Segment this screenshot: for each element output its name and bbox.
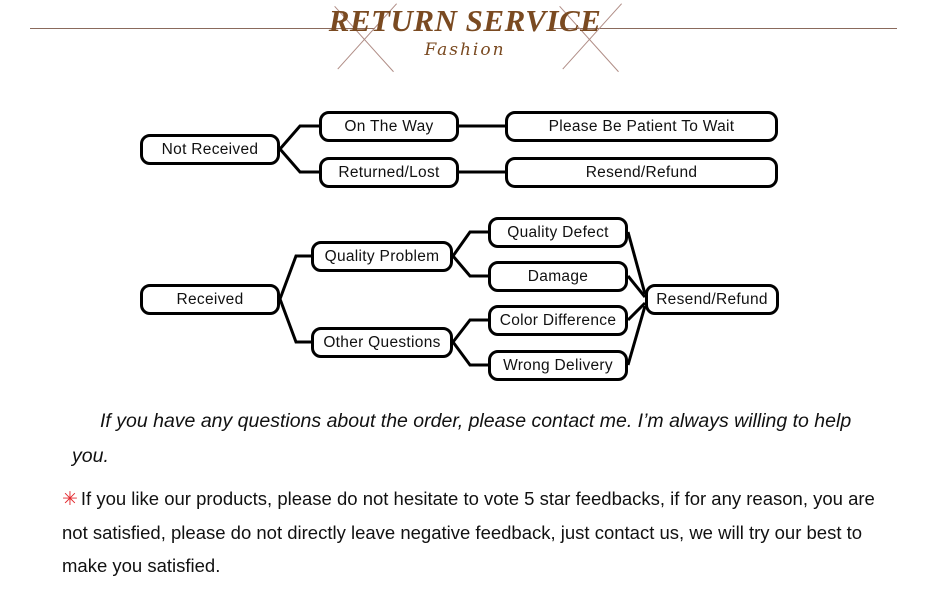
feedback-note-text: If you like our products, please do not … <box>62 488 875 576</box>
flow-node-resend-refund: Resend/Refund <box>505 157 778 188</box>
flow-connector-12 <box>626 301 647 322</box>
page-subtitle: Fashion <box>424 40 506 60</box>
flow-node-please-be-patient-to-wait: Please Be Patient To Wait <box>505 111 778 142</box>
order-contact-note: If you have any questions about the orde… <box>72 410 852 467</box>
flow-connector-5 <box>278 298 311 344</box>
page-title: RETURN SERVICE <box>328 3 602 38</box>
flow-connector-8 <box>451 318 488 343</box>
flow-connector-9 <box>451 341 488 367</box>
flow-connector-10 <box>626 231 647 295</box>
flow-node-damage: Damage <box>488 261 628 292</box>
flow-node-quality-defect: Quality Defect <box>488 217 628 248</box>
flow-connector-1 <box>278 148 319 174</box>
flow-node-not-received: Not Received <box>140 134 280 165</box>
header-rule-left <box>30 28 375 29</box>
page-header: RETURN SERVICE Fashion <box>0 0 930 86</box>
flow-connector-4 <box>278 254 311 300</box>
flow-connector-0 <box>278 124 319 150</box>
feedback-note: ✳If you like our products, please do not… <box>62 482 887 582</box>
flow-node-resend-refund: Resend/Refund <box>645 284 779 315</box>
flow-node-color-difference: Color Difference <box>488 305 628 336</box>
flow-node-quality-problem: Quality Problem <box>311 241 453 272</box>
flow-node-on-the-way: On The Way <box>319 111 459 142</box>
flow-connector-lines <box>278 124 647 367</box>
flow-node-received: Received <box>140 284 280 315</box>
flow-connector-6 <box>451 230 488 257</box>
flow-connector-11 <box>626 275 647 298</box>
flow-node-returned-lost: Returned/Lost <box>319 157 459 188</box>
flow-node-wrong-delivery: Wrong Delivery <box>488 350 628 381</box>
flow-connector-7 <box>451 255 488 278</box>
flow-connector-13 <box>626 305 647 366</box>
flow-node-other-questions: Other Questions <box>311 327 453 358</box>
header-rule-right <box>553 28 897 29</box>
asterisk-icon: ✳ <box>62 489 78 510</box>
